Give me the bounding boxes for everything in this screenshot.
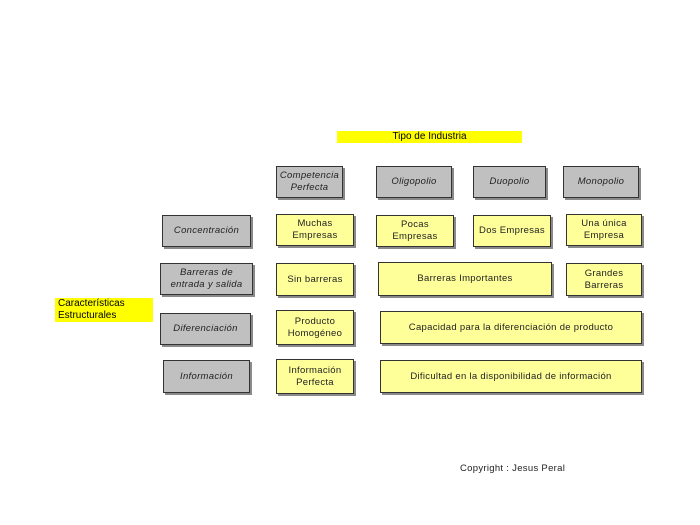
cell-concentracion-oligopolio: Pocas Empresas bbox=[376, 215, 454, 247]
cell-informacion-resto: Dificultad en la disponibilidad de infor… bbox=[380, 360, 642, 393]
cell-concentracion-duopolio: Dos Empresas bbox=[473, 215, 551, 247]
header-duopolio: Duopolio bbox=[473, 166, 546, 198]
industry-type-title: Tipo de Industria bbox=[337, 131, 522, 143]
cell-diferenciacion-resto: Capacidad para la diferenciación de prod… bbox=[380, 311, 642, 344]
row-header-barreras: Barreras de entrada y salida bbox=[160, 263, 253, 295]
row-header-informacion: Información bbox=[163, 360, 250, 393]
structural-characteristics-label: Características Estructurales bbox=[55, 298, 153, 322]
header-monopolio: Monopolio bbox=[563, 166, 639, 198]
cell-concentracion-monopolio: Una única Empresa bbox=[566, 214, 642, 246]
header-oligopolio: Oligopolio bbox=[376, 166, 452, 198]
cell-barreras-oligopolio-duopolio: Barreras Importantes bbox=[378, 262, 552, 296]
header-competencia-perfecta: Competencia Perfecta bbox=[276, 166, 343, 198]
cell-informacion-competencia: Información Perfecta bbox=[276, 359, 354, 394]
row-header-diferenciacion: Diferenciación bbox=[160, 313, 251, 345]
copyright-text: Copyright : Jesus Peral bbox=[460, 463, 566, 474]
cell-barreras-competencia: Sin barreras bbox=[276, 263, 354, 296]
cell-concentracion-competencia: Muchas Empresas bbox=[276, 214, 354, 246]
row-header-concentracion: Concentración bbox=[162, 215, 251, 247]
cell-barreras-monopolio: Grandes Barreras bbox=[566, 263, 642, 296]
cell-diferenciacion-competencia: Producto Homogéneo bbox=[276, 310, 354, 345]
